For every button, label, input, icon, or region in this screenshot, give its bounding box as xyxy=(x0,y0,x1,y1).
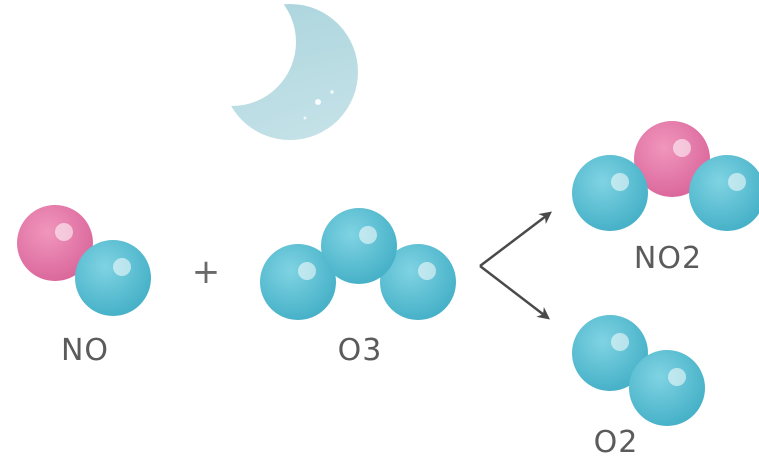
atom-oxygen xyxy=(689,155,759,231)
label-o3: O3 xyxy=(338,333,383,368)
atom-oxygen xyxy=(321,208,397,284)
arrow-to-o2 xyxy=(479,265,550,320)
reaction-arrows xyxy=(479,211,552,320)
molecule-o2 xyxy=(572,315,705,426)
arrow-to-no2 xyxy=(479,211,552,267)
atom-oxygen xyxy=(572,315,648,391)
atom-nitrogen xyxy=(634,121,710,197)
molecule-no xyxy=(17,205,151,316)
molecule-o3 xyxy=(260,208,456,320)
label-no: NO xyxy=(61,333,109,368)
plus-sign: + xyxy=(192,252,221,292)
atom-oxygen xyxy=(572,155,648,231)
atom-oxygen xyxy=(629,350,705,426)
molecule-no2 xyxy=(572,121,759,231)
label-o2: O2 xyxy=(594,425,639,458)
label-no2: NO2 xyxy=(634,241,702,276)
atom-oxygen xyxy=(75,240,151,316)
atom-nitrogen xyxy=(17,205,93,281)
atom-oxygen xyxy=(380,244,456,320)
atom-oxygen xyxy=(260,244,336,320)
